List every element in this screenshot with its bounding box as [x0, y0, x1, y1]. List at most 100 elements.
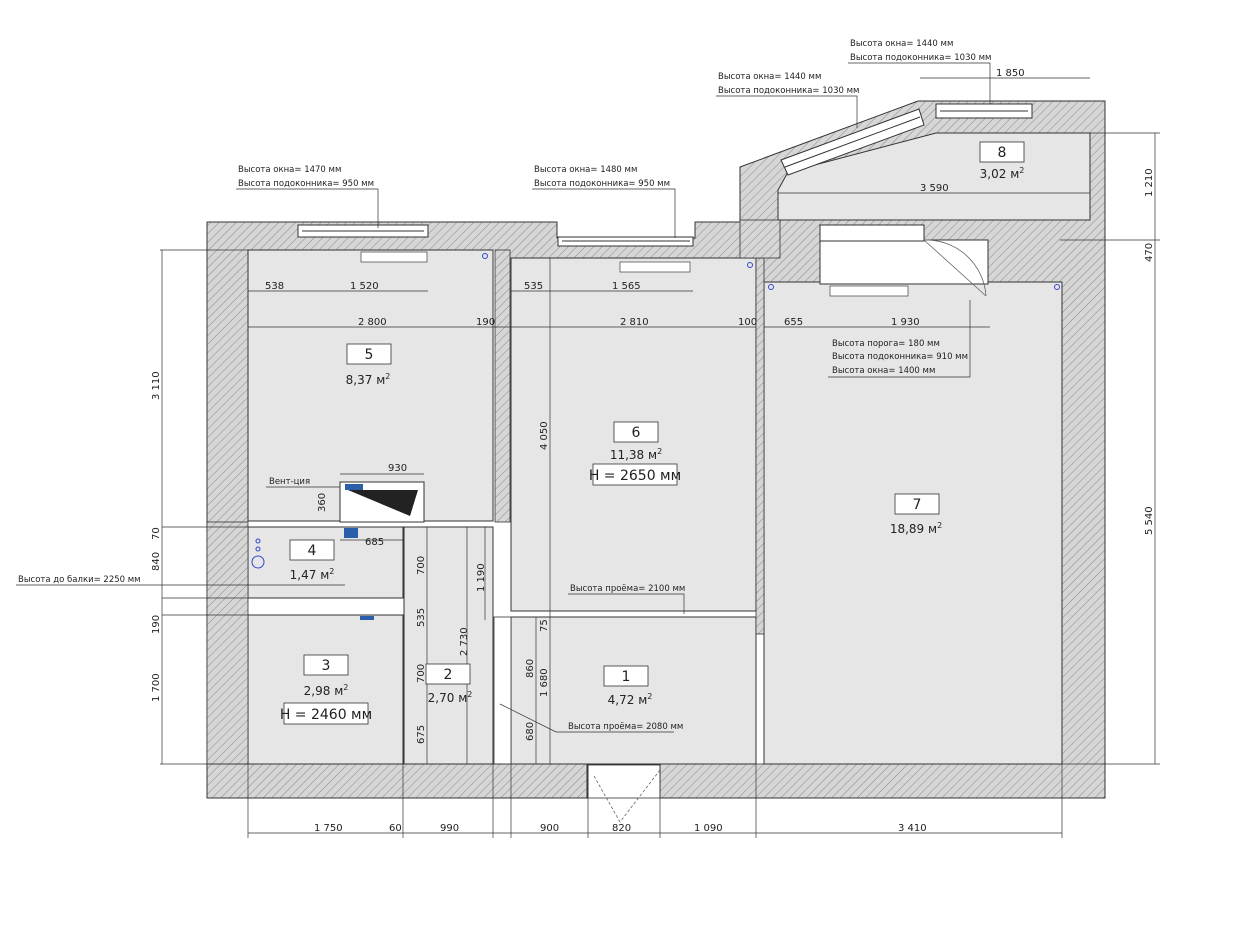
- room-2-floor: [403, 526, 494, 765]
- ventilation-shaft: [339, 481, 425, 523]
- dim-990: 990: [440, 823, 459, 834]
- note-leaders: [16, 62, 991, 733]
- room-3-height: H = 2460 мм: [280, 707, 372, 723]
- dim-2800: 2 800: [358, 317, 387, 328]
- room-5-number: 5: [365, 347, 374, 363]
- dim-5540: 5 540: [1144, 506, 1155, 535]
- room-3-area: 2,98 м2: [304, 683, 349, 698]
- room-texts: 5 8,37 м2 6 11,38 м2 H = 2650 мм 7 18,89…: [280, 145, 1025, 723]
- dim-1090: 1 090: [694, 823, 723, 834]
- dim-900: 900: [540, 823, 559, 834]
- radiators: [360, 251, 909, 297]
- note-threshold-7: Высота порога= 180 мм: [832, 339, 940, 349]
- dim-1190: 1 190: [476, 563, 487, 592]
- dim-700-lower: 700: [416, 664, 427, 683]
- dim-1930: 1 930: [891, 317, 920, 328]
- riser-4: [344, 528, 358, 538]
- wall-upper-8: [739, 219, 781, 259]
- dim-1565: 1 565: [612, 281, 641, 292]
- room-6-number: 6: [632, 425, 641, 441]
- wall-5-6: [494, 249, 511, 523]
- note-window-8-diag-sill: Высота подоконника= 1030 мм: [718, 86, 859, 96]
- dim-535: 535: [524, 281, 543, 292]
- dim-470: 470: [1144, 243, 1155, 262]
- dim-1700: 1 700: [151, 673, 162, 702]
- radiator-6: [619, 261, 691, 273]
- note-window-8-top-height: Высота окна= 1440 мм: [850, 39, 953, 49]
- dim-930: 930: [388, 463, 407, 474]
- room-5-area: 8,37 м2: [346, 372, 391, 387]
- room-4-num-box: [289, 539, 335, 561]
- dim-75: 75: [539, 619, 550, 632]
- dim-4050: 4 050: [539, 421, 550, 450]
- note-beam-height: Высота до балки= 2250 мм: [18, 575, 141, 585]
- room-5-num-box: [346, 343, 392, 365]
- dim-680: 680: [525, 722, 536, 741]
- room-2-num-box: [425, 663, 471, 685]
- note-window-5-sill: Высота подоконника= 950 мм: [238, 179, 374, 189]
- room-3-number: 3: [322, 658, 331, 674]
- room-7-num-box: [894, 493, 940, 515]
- dim-840: 840: [151, 552, 162, 571]
- entrance-door-swing: [593, 769, 661, 823]
- room-7-area: 18,89 м2: [890, 521, 942, 536]
- room-3-height-box: [283, 702, 369, 725]
- dim-820: 820: [612, 823, 631, 834]
- room-1-num-box: [603, 665, 649, 687]
- dim-100: 100: [738, 317, 757, 328]
- room-3-floor: [247, 614, 404, 765]
- dim-655: 655: [784, 317, 803, 328]
- fixtures: [251, 253, 1060, 620]
- dim-190-top: 190: [476, 317, 495, 328]
- room-4-number: 4: [308, 543, 317, 559]
- dim-535-left: 535: [416, 608, 427, 627]
- doors: [587, 239, 987, 823]
- dim-1520: 1 520: [350, 281, 379, 292]
- dim-3590: 3 590: [920, 183, 949, 194]
- dim-700-upper: 700: [416, 556, 427, 575]
- dimension-labels: 538 1 520 535 1 565 2 800 190 2 810 100 …: [151, 68, 1155, 834]
- room-4-area: 1,47 м2: [290, 567, 335, 582]
- dim-2730: 2 730: [459, 627, 470, 656]
- windows: [297, 103, 1033, 247]
- room-8-area: 3,02 м2: [980, 166, 1025, 181]
- dim-1680: 1 680: [539, 668, 550, 697]
- room-3-num-box: [303, 654, 349, 676]
- dim-538: 538: [265, 281, 284, 292]
- dim-2810: 2 810: [620, 317, 649, 328]
- note-opening-6-1: Высота проёма= 2100 мм: [570, 584, 685, 594]
- radiator-7: [829, 285, 909, 297]
- room-6-height-box: [592, 463, 678, 486]
- door-balcony-swing: [923, 239, 987, 297]
- radiator-5: [360, 251, 428, 263]
- balcony-door-7: [819, 224, 925, 242]
- wall-lower-left: [206, 521, 249, 765]
- room-6-height: H = 2650 мм: [589, 468, 681, 484]
- note-opening-1: Высота проёма= 2080 мм: [568, 722, 683, 732]
- dimension-lines: [160, 77, 1160, 838]
- entrance-door: [587, 764, 661, 799]
- room-8-num-box: [979, 141, 1025, 163]
- room-6-area: 11,38 м2: [610, 447, 662, 462]
- dim-860: 860: [525, 659, 536, 678]
- corridor-7-floor: [819, 239, 989, 285]
- room-2-area: 2,70 м2: [428, 690, 473, 705]
- room-4-floor: [247, 526, 404, 599]
- room-8-number: 8: [998, 145, 1007, 161]
- room-1-number: 1: [622, 669, 631, 685]
- room-1-floor: [510, 616, 757, 765]
- room-1-area: 4,72 м2: [608, 692, 653, 707]
- note-sill-7: Высота подоконника= 910 мм: [832, 352, 968, 362]
- dim-685: 685: [365, 537, 384, 548]
- room-7-number: 7: [913, 497, 922, 513]
- dim-1850: 1 850: [996, 68, 1025, 79]
- dim-1210: 1 210: [1144, 168, 1155, 197]
- room-labels: [283, 141, 1025, 725]
- dim-190-left: 190: [151, 615, 162, 634]
- annotations: Высота окна= 1470 мм Высота подоконника=…: [18, 39, 991, 732]
- dim-70: 70: [151, 527, 162, 540]
- dim-1750: 1 750: [314, 823, 343, 834]
- room-7-floor: [763, 281, 1063, 765]
- room-5-floor: [247, 249, 494, 522]
